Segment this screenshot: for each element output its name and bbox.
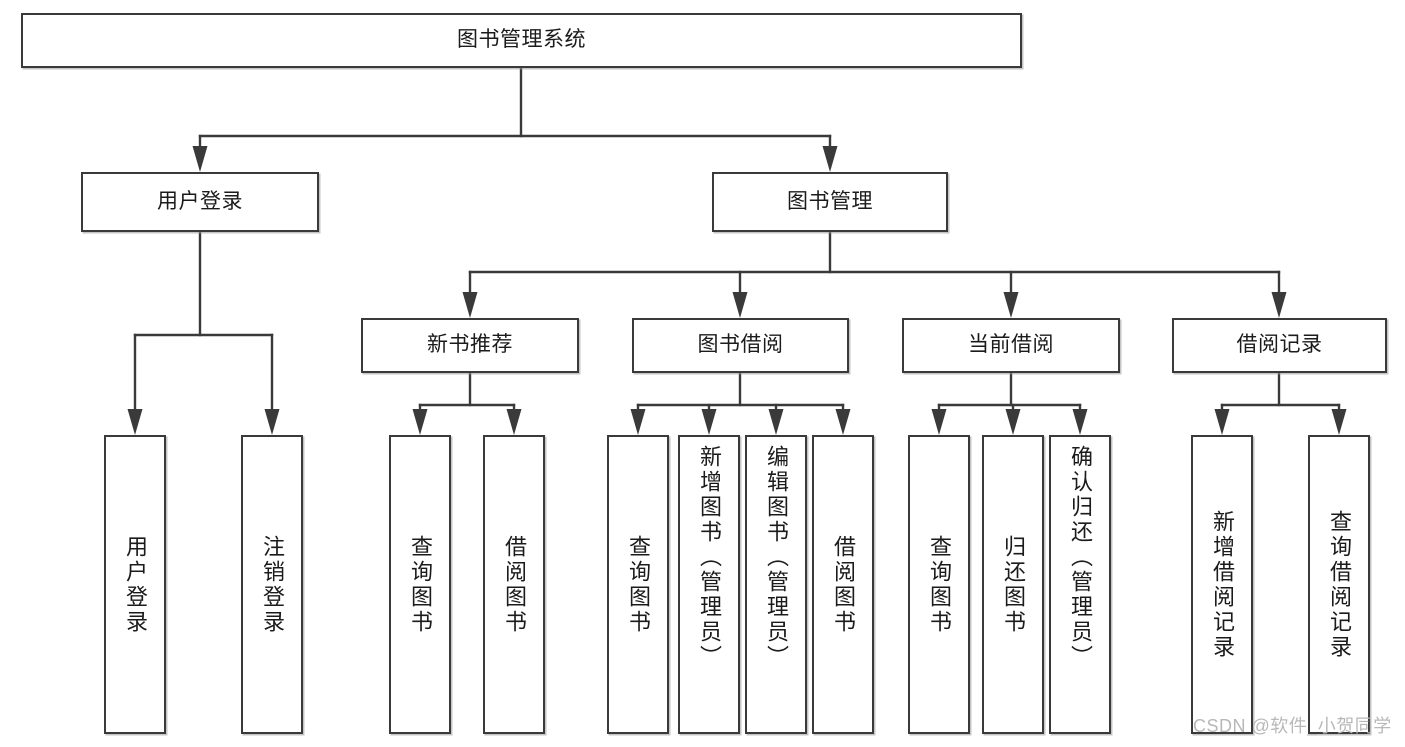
bookborrow-to-leaves-arrowhead-1 [701,409,717,435]
node-label: 确认归还（管理员） [1067,445,1093,670]
currentborrow-to-leaves-arrowhead-2 [1072,409,1088,435]
bookborrow-to-leaves-arrowhead-0 [630,409,646,435]
bookborrow-to-leaves-arrowhead-3 [835,409,851,435]
userlogin-to-leaves-arrowhead-1 [264,409,280,435]
node-label: 图书借阅 [697,333,784,357]
node-root[interactable]: 图书管理系统 [21,13,1022,68]
node-leaf-user-logout[interactable]: 注销登录 [241,435,303,734]
node-label: 新书推荐 [427,333,513,357]
node-leaf-borrow-book-rec[interactable]: 借阅图书 [483,435,545,734]
node-leaf-edit-book-admin[interactable]: 编辑图书（管理员） [745,435,807,734]
node-label: 借阅图书 [501,534,527,635]
node-label: 当前借阅 [968,333,1054,357]
node-leaf-user-login[interactable]: 用户登录 [104,435,166,734]
node-leaf-borrow-book[interactable]: 借阅图书 [812,435,874,734]
root-to-level1-arrowhead-0 [192,146,208,172]
node-label: 查询图书 [926,534,952,635]
node-book-borrow[interactable]: 图书借阅 [632,318,849,373]
node-leaf-add-borrow-record[interactable]: 新增借阅记录 [1191,435,1253,734]
node-label: 借阅记录 [1236,333,1323,357]
newbook-to-leaves-arrowhead-0 [412,409,428,435]
node-label: 用户登录 [157,189,243,213]
currentborrow-to-leaves-arrowhead-0 [931,409,947,435]
node-leaf-query-book-current[interactable]: 查询图书 [908,435,970,734]
node-new-book-recommend[interactable]: 新书推荐 [361,318,579,373]
node-leaf-return-book[interactable]: 归还图书 [982,435,1044,734]
node-current-borrow[interactable]: 当前借阅 [902,318,1120,373]
node-label: 查询图书 [407,534,433,635]
node-book-management[interactable]: 图书管理 [712,172,948,232]
node-label: 新增图书（管理员） [696,445,722,670]
node-label: 编辑图书（管理员） [763,445,789,670]
newbook-to-leaves-arrowhead-1 [506,409,522,435]
currentborrow-to-leaves-arrowhead-1 [1005,409,1021,435]
node-label: 用户登录 [122,534,148,635]
node-leaf-add-book-admin[interactable]: 新增图书（管理员） [678,435,740,734]
borrowrecord-to-leaves-arrowhead-1 [1331,409,1347,435]
node-label: 归还图书 [1000,534,1026,635]
bookborrow-to-leaves-arrowhead-2 [768,409,784,435]
node-leaf-query-borrow-record[interactable]: 查询借阅记录 [1308,435,1370,734]
borrowrecord-to-leaves-arrowhead-0 [1214,409,1230,435]
node-label: 查询图书 [625,534,651,635]
bookmgmt-to-level2-arrowhead-1 [732,292,748,318]
node-label: 注销登录 [259,534,285,635]
node-leaf-query-book-borrow[interactable]: 查询图书 [607,435,669,734]
bookmgmt-to-level2-arrowhead-2 [1003,292,1019,318]
node-leaf-confirm-return-admin[interactable]: 确认归还（管理员） [1049,435,1111,734]
node-label: 新增借阅记录 [1209,509,1235,660]
node-label: 图书管理系统 [457,28,586,52]
node-label: 查询借阅记录 [1326,509,1352,660]
userlogin-to-leaves-arrowhead-0 [127,409,143,435]
bookmgmt-to-level2-arrowhead-3 [1271,292,1287,318]
node-label: 图书管理 [787,189,873,213]
node-label: 借阅图书 [830,534,856,635]
bookmgmt-to-level2-arrowhead-0 [462,292,478,318]
node-borrow-record[interactable]: 借阅记录 [1172,318,1387,373]
node-user-login[interactable]: 用户登录 [81,172,319,232]
watermark-text: CSDN @软件_小贺同学 [1193,716,1392,736]
root-to-level1-arrowhead-1 [822,146,838,172]
node-leaf-query-book-rec[interactable]: 查询图书 [389,435,451,734]
